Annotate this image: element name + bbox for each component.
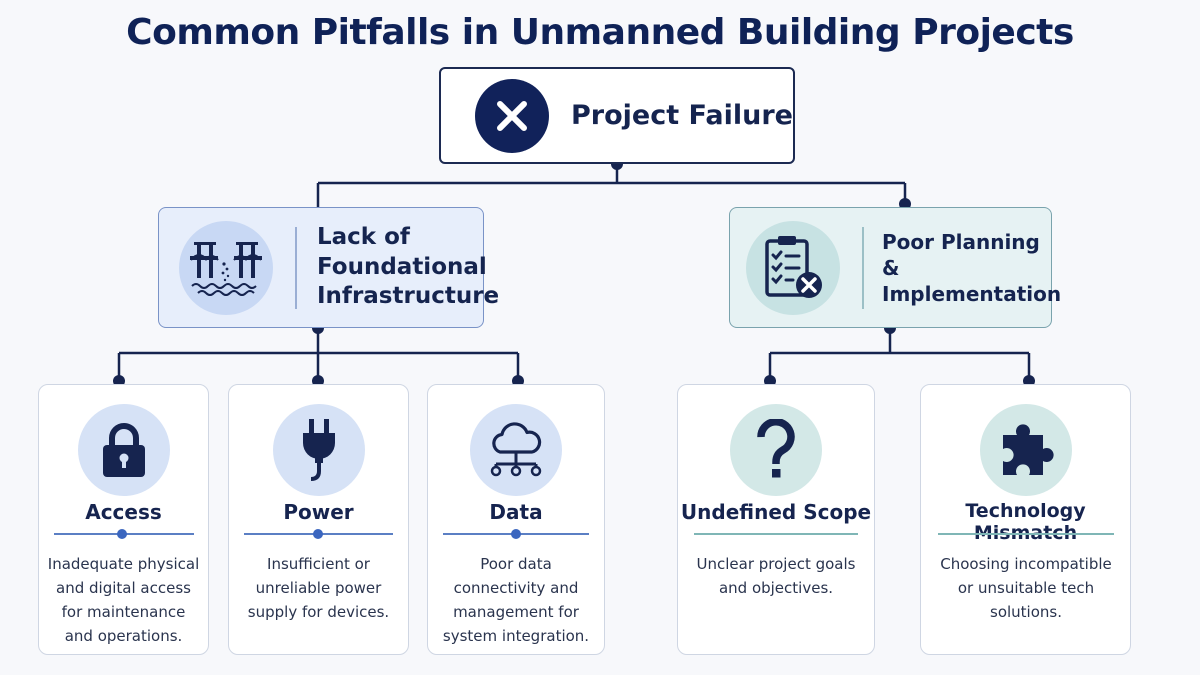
card-power — [228, 384, 409, 655]
page-title: Common Pitfalls in Unmanned Building Pro… — [126, 12, 1074, 53]
category-label: Lack of Foundational Infrastructure — [317, 223, 500, 310]
checklist-fail-icon — [746, 220, 840, 315]
card-description: Poor data connectivity and management fo… — [442, 555, 590, 645]
root-node-project-failure: Project Failure — [439, 67, 795, 164]
close-x-icon — [475, 78, 549, 153]
card-rule-dot — [511, 529, 521, 539]
category-poor-planning: Poor Planning & Implementation — [729, 207, 1061, 328]
card-description: Unclear project goals and objectives. — [696, 555, 856, 597]
card-undefined-scope — [677, 384, 875, 655]
card-access — [38, 384, 209, 655]
category-label: Poor Planning & Implementation — [882, 229, 1062, 306]
card-description: Insufficient or unreliable power supply … — [247, 555, 390, 621]
card-title: Access — [85, 500, 162, 524]
card-data — [427, 384, 605, 655]
card-rule-dot — [117, 529, 127, 539]
broken-bridge-icon — [179, 220, 273, 315]
category-divider — [862, 226, 864, 309]
puzzle-piece-icon — [979, 404, 1072, 496]
card-technology-mismatch — [920, 384, 1131, 655]
root-node-label: Project Failure — [571, 100, 793, 131]
card-title-rule — [694, 533, 858, 535]
card-title: Undefined Scope — [680, 500, 872, 524]
cloud-network-icon — [470, 404, 562, 496]
card-title: Data — [489, 500, 543, 524]
card-rule-dot — [313, 529, 323, 539]
question-mark-icon — [730, 404, 822, 496]
card-description: Inadequate physical and digital access f… — [47, 555, 200, 645]
card-title: Power — [283, 500, 354, 524]
card-title: Technology Mismatch — [965, 500, 1086, 544]
card-title-rule — [938, 533, 1114, 535]
padlock-icon — [77, 404, 170, 496]
category-foundational-infrastructure: Lack of Foundational Infrastructure — [158, 207, 499, 328]
power-plug-icon — [272, 404, 365, 496]
card-description: Choosing incompatible or unsuitable tech… — [940, 555, 1112, 621]
category-divider — [295, 226, 297, 309]
